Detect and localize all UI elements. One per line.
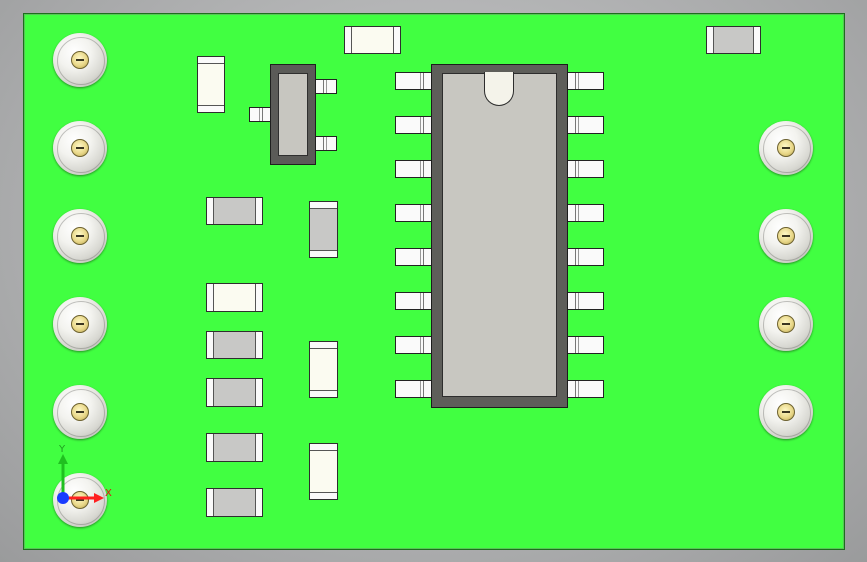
smd-resistor[interactable] [706,26,761,54]
smd-resistor[interactable] [206,197,263,225]
ic-pin[interactable] [395,204,432,222]
smd-capacitor[interactable] [309,443,338,500]
pad-hole-icon [71,51,89,69]
ic-pin[interactable] [567,292,604,310]
coordinate-triad: Y X [57,444,112,504]
ic-pin[interactable] [567,248,604,266]
through-hole-pad[interactable] [53,121,107,175]
ic-pin[interactable] [395,380,432,398]
smd-capacitor[interactable] [309,341,338,398]
ic-pin[interactable] [567,204,604,222]
ic-pin[interactable] [395,160,432,178]
sot23-transistor[interactable] [270,64,316,165]
x-axis-label: X [105,488,112,499]
smd-resistor[interactable] [206,433,263,462]
pad-hole-icon [71,491,89,509]
smd-resistor[interactable] [206,331,263,359]
pad-hole-icon [777,227,795,245]
through-hole-pad[interactable] [53,297,107,351]
transistor-lead[interactable] [315,79,337,94]
smd-resistor[interactable] [206,378,263,407]
ic-pin[interactable] [567,72,604,90]
ic-pin[interactable] [395,116,432,134]
ic-pin[interactable] [395,336,432,354]
through-hole-pad[interactable] [53,385,107,439]
through-hole-pad[interactable] [759,209,813,263]
x-axis-arrow-icon [94,493,104,503]
y-axis-label: Y [58,444,66,455]
pad-hole-icon [777,403,795,421]
pad-hole-icon [71,315,89,333]
pad-hole-icon [777,139,795,157]
pad-hole-icon [71,139,89,157]
ic-pin[interactable] [567,380,604,398]
ic-pin[interactable] [395,72,432,90]
ic-pin[interactable] [395,292,432,310]
pad-hole-icon [777,315,795,333]
y-axis-arrow-icon [58,454,68,464]
transistor-lead[interactable] [249,107,271,122]
smd-capacitor[interactable] [197,56,225,113]
smd-capacitor[interactable] [344,26,401,54]
pad-hole-icon [71,227,89,245]
z-axis-dot-icon [57,492,69,504]
ic-pin[interactable] [395,248,432,266]
ic-pin[interactable] [567,116,604,134]
ic-pin[interactable] [567,336,604,354]
through-hole-pad[interactable] [759,121,813,175]
transistor-top-face [278,73,308,156]
through-hole-pad[interactable] [53,33,107,87]
through-hole-pad[interactable] [759,385,813,439]
smd-resistor[interactable] [309,201,338,258]
transistor-lead[interactable] [315,136,337,151]
through-hole-pad[interactable] [53,209,107,263]
through-hole-pad[interactable] [759,297,813,351]
smd-resistor[interactable] [206,488,263,517]
pin1-notch-icon [484,72,514,106]
soic16-chip[interactable] [431,64,568,408]
pad-hole-icon [71,403,89,421]
ic-pin[interactable] [567,160,604,178]
smd-capacitor[interactable] [206,283,263,312]
chip-top-face [442,73,557,397]
